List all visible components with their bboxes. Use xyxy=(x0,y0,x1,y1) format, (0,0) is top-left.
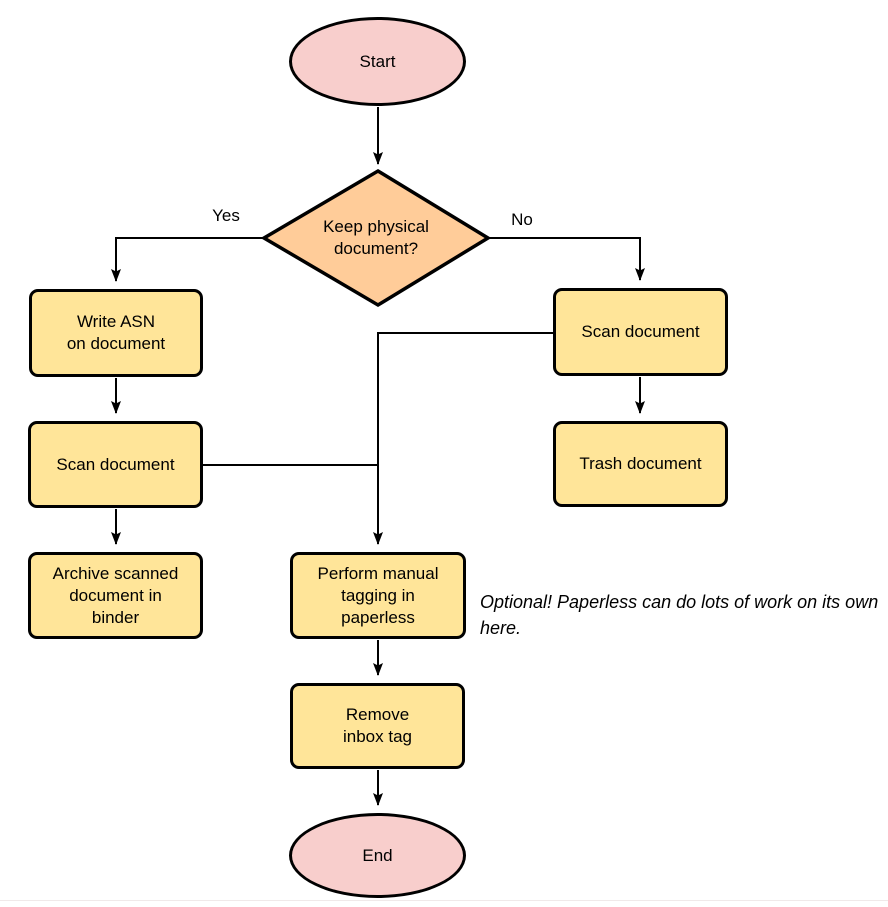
node-scan-document-right: Scan document xyxy=(553,288,728,376)
node-trash-document: Trash document xyxy=(553,421,728,507)
node-write-asn: Write ASN on document xyxy=(29,289,203,377)
node-scan-document-right-label: Scan document xyxy=(581,322,700,341)
node-perform-manual-tagging-label: Perform manual tagging in paperless xyxy=(317,563,439,627)
page-bottom-divider xyxy=(0,900,888,901)
node-archive-binder: Archive scanned document in binder xyxy=(28,552,203,639)
node-decision: Keep physical document? xyxy=(276,213,476,263)
node-start-label: Start xyxy=(359,51,396,71)
node-decision-label: Keep physical document? xyxy=(323,217,429,258)
node-perform-manual-tagging: Perform manual tagging in paperless xyxy=(290,552,466,639)
node-remove-inbox-tag: Remove inbox tag xyxy=(290,683,465,769)
edge-decision-yes-to-write-asn xyxy=(111,237,264,282)
node-scan-document-left: Scan document xyxy=(28,421,203,508)
edge-label-yes: Yes xyxy=(212,206,240,225)
node-scan-document-left-label: Scan document xyxy=(56,454,175,474)
node-archive-binder-label: Archive scanned document in binder xyxy=(52,563,179,627)
optional-annotation-text: Optional! Paperless can do lots of work … xyxy=(480,592,879,638)
node-start: Start xyxy=(289,17,466,106)
node-write-asn-label: Write ASN on document xyxy=(66,312,166,353)
node-end-label: End xyxy=(362,845,393,865)
edge-scan-right-to-perform-tagging xyxy=(373,332,553,545)
edge-label-no: No xyxy=(511,210,533,229)
node-end: End xyxy=(289,813,466,898)
node-trash-document-label: Trash document xyxy=(579,454,702,473)
decision-diamond-shape xyxy=(260,168,492,308)
node-remove-inbox-tag-label: Remove inbox tag xyxy=(343,705,412,746)
edge-decision-no-to-scan-right xyxy=(488,237,645,281)
